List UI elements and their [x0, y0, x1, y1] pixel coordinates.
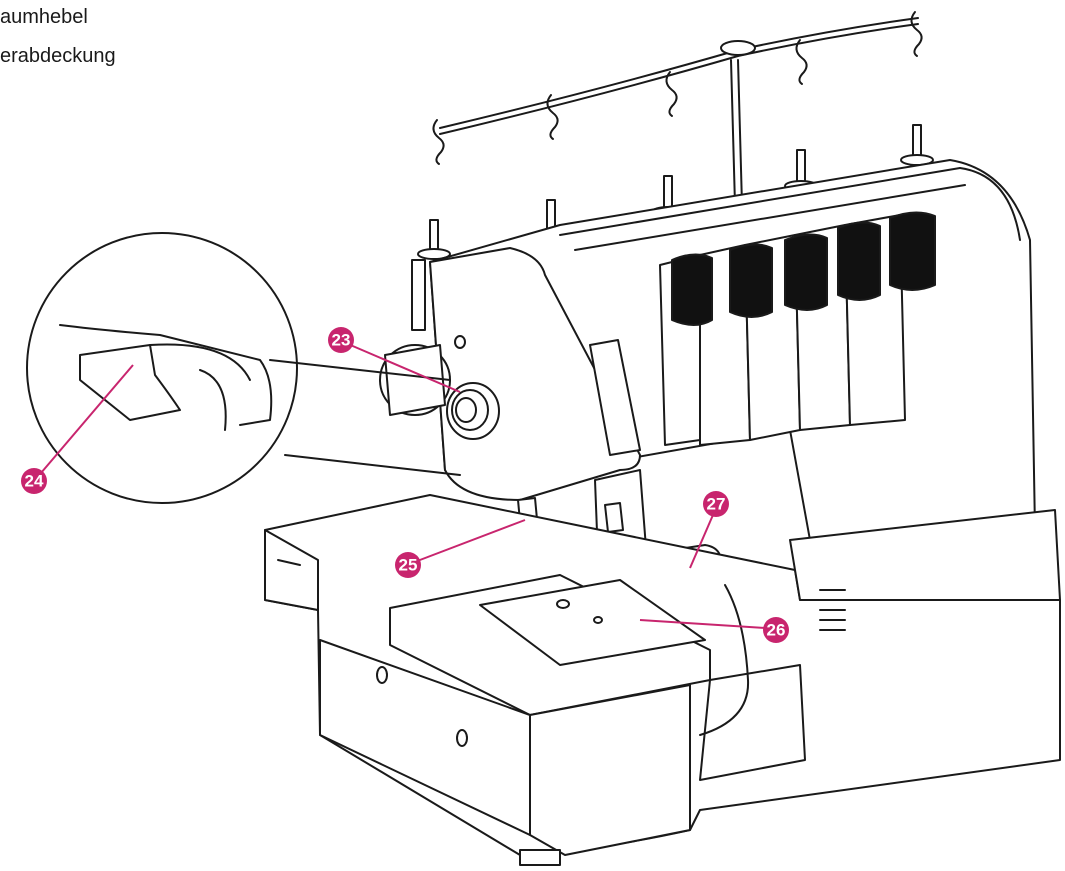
svg-text:24: 24 — [25, 472, 44, 491]
callout-25: 25 — [395, 552, 421, 578]
cord — [699, 584, 750, 736]
callout-24: 24 — [21, 468, 47, 494]
thread-guide-loops — [432, 11, 923, 165]
svg-text:27: 27 — [707, 495, 726, 514]
callout-26: 26 — [763, 617, 789, 643]
thread-stand — [432, 11, 923, 206]
svg-text:23: 23 — [332, 331, 351, 350]
callout-leaders — [34, 343, 766, 629]
tension-dials — [671, 211, 936, 326]
svg-text:26: 26 — [767, 621, 786, 640]
callouts: 23 24 25 26 27 — [21, 327, 789, 643]
svg-text:25: 25 — [399, 556, 418, 575]
machine-base — [264, 494, 1061, 866]
thread-guide-bar — [589, 339, 641, 456]
callout-23: 23 — [328, 327, 354, 353]
left-spool-holder — [411, 259, 426, 331]
zoom-detail — [26, 232, 461, 504]
legend-line-2: erabdeckung — [0, 45, 116, 67]
hand-wheel — [379, 344, 451, 416]
callout-27: 27 — [703, 491, 729, 517]
legend-line-1: aumhebel — [0, 6, 88, 28]
top-panel-lines — [559, 167, 1021, 251]
differential-knob — [446, 382, 500, 440]
